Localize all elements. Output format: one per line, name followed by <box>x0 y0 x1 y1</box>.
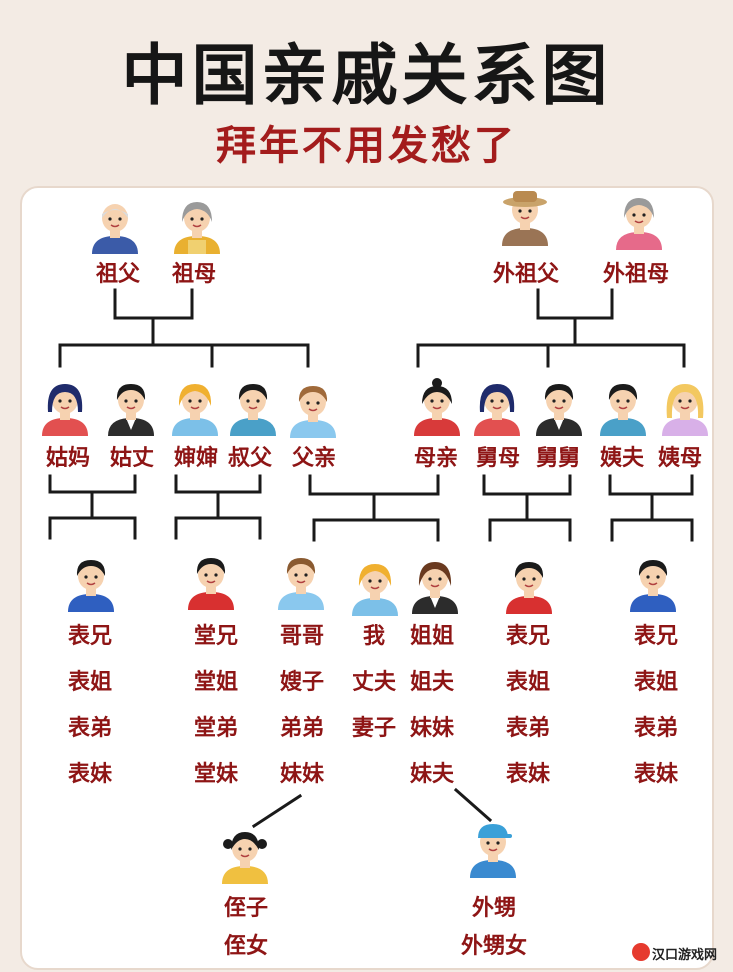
avatar-uncle-father-younger <box>226 378 280 436</box>
label-col5-0: 姐姐 <box>409 623 455 649</box>
page-title: 中国亲戚关系图 <box>121 37 612 114</box>
label-col3-2: 弟弟 <box>279 715 325 741</box>
avatar-uncle-maternal-wife <box>470 378 524 436</box>
avatar-aunt-maternal-husband <box>596 378 650 436</box>
line-jiujiu-couple <box>482 474 572 542</box>
avatar-nephew-niece <box>218 826 272 884</box>
label-brother-child-0: 侄子 <box>223 895 269 921</box>
avatar-father <box>286 380 340 438</box>
label-sister-child-0: 外甥 <box>471 895 517 921</box>
label-col5-2: 妹妹 <box>409 715 455 741</box>
label-col1-0: 表兄 <box>67 623 113 649</box>
avatar-mother <box>410 378 464 436</box>
line-brother-children <box>251 793 303 829</box>
label-col4-1: 丈夫 <box>351 669 397 695</box>
avatar-cousin-1 <box>64 554 118 612</box>
label-sister-child-1: 外甥女 <box>460 933 528 959</box>
label-brother-child-1: 侄女 <box>223 933 269 959</box>
line-sister-children <box>453 787 493 823</box>
label-col6-2: 表弟 <box>505 715 551 741</box>
line-maternal-children-bar <box>416 343 686 368</box>
watermark-logo-icon <box>632 943 650 961</box>
label-father: 父亲 <box>291 445 337 471</box>
line-guma-couple <box>48 474 137 540</box>
avatar-aunt-in-law <box>168 378 222 436</box>
label-uncle-father-younger: 叔父 <box>227 445 273 471</box>
label-mother: 母亲 <box>413 445 459 471</box>
label-col6-3: 表妹 <box>505 761 551 787</box>
label-aunt-in-law: 婶婶 <box>173 445 219 471</box>
label-grandpa: 祖父 <box>95 261 141 287</box>
avatar-maternal-grandma <box>612 192 666 250</box>
avatar-aunt-paternal <box>38 378 92 436</box>
line-maternal-grandparents <box>536 288 614 347</box>
label-col6-0: 表兄 <box>505 623 551 649</box>
avatar-uncle-maternal <box>532 378 586 436</box>
label-maternal-grandma: 外祖母 <box>602 261 670 287</box>
label-col5-3: 妹夫 <box>409 761 455 787</box>
line-yifu-couple <box>608 474 694 542</box>
avatar-cousin-4 <box>626 554 680 612</box>
label-aunt-maternal-husband: 姨夫 <box>599 445 645 471</box>
avatar-aunt-maternal <box>658 378 712 436</box>
label-col5-1: 姐夫 <box>409 669 455 695</box>
avatar-me <box>348 558 402 616</box>
label-col7-1: 表姐 <box>633 669 679 695</box>
label-col1-1: 表姐 <box>67 669 113 695</box>
avatar-cousin-2 <box>184 552 238 610</box>
line-paternal-children-bar <box>58 343 310 368</box>
avatar-grandma <box>170 196 224 254</box>
label-col2-3: 堂妹 <box>193 761 239 787</box>
label-col7-2: 表弟 <box>633 715 679 741</box>
avatar-nephew-via-sister <box>466 820 520 878</box>
avatar-aunt-paternal-husband <box>104 378 158 436</box>
avatar-grandpa <box>88 196 142 254</box>
line-parents <box>308 474 440 542</box>
page-subtitle: 拜年不用发愁了 <box>216 122 517 169</box>
label-col6-1: 表姐 <box>505 669 551 695</box>
label-col3-1: 嫂子 <box>279 669 325 695</box>
label-col7-0: 表兄 <box>633 623 679 649</box>
line-paternal-grandparents <box>113 288 194 347</box>
avatar-sister <box>408 556 462 614</box>
label-aunt-paternal-husband: 姑丈 <box>109 445 155 471</box>
avatar-cousin-3 <box>502 556 556 614</box>
watermark-text: 汉口游戏网 <box>652 948 718 963</box>
label-aunt-maternal: 姨母 <box>657 445 703 471</box>
label-maternal-grandpa: 外祖父 <box>492 261 560 287</box>
label-col1-2: 表弟 <box>67 715 113 741</box>
label-col3-3: 妹妹 <box>279 761 325 787</box>
label-uncle-maternal: 舅舅 <box>535 445 581 471</box>
label-col3-0: 哥哥 <box>279 623 325 649</box>
avatar-brother <box>274 552 328 610</box>
label-col2-0: 堂兄 <box>193 623 239 649</box>
label-col1-3: 表妹 <box>67 761 113 787</box>
label-grandma: 祖母 <box>171 261 217 287</box>
label-col4-0: 我 <box>362 623 386 649</box>
avatar-maternal-grandpa <box>498 188 552 246</box>
label-col7-3: 表妹 <box>633 761 679 787</box>
label-col4-2: 妻子 <box>351 715 397 741</box>
label-uncle-maternal-wife: 舅母 <box>475 445 521 471</box>
line-shushu-couple <box>174 474 262 540</box>
label-col2-2: 堂弟 <box>193 715 239 741</box>
label-col2-1: 堂姐 <box>193 669 239 695</box>
label-aunt-paternal: 姑妈 <box>45 445 91 471</box>
